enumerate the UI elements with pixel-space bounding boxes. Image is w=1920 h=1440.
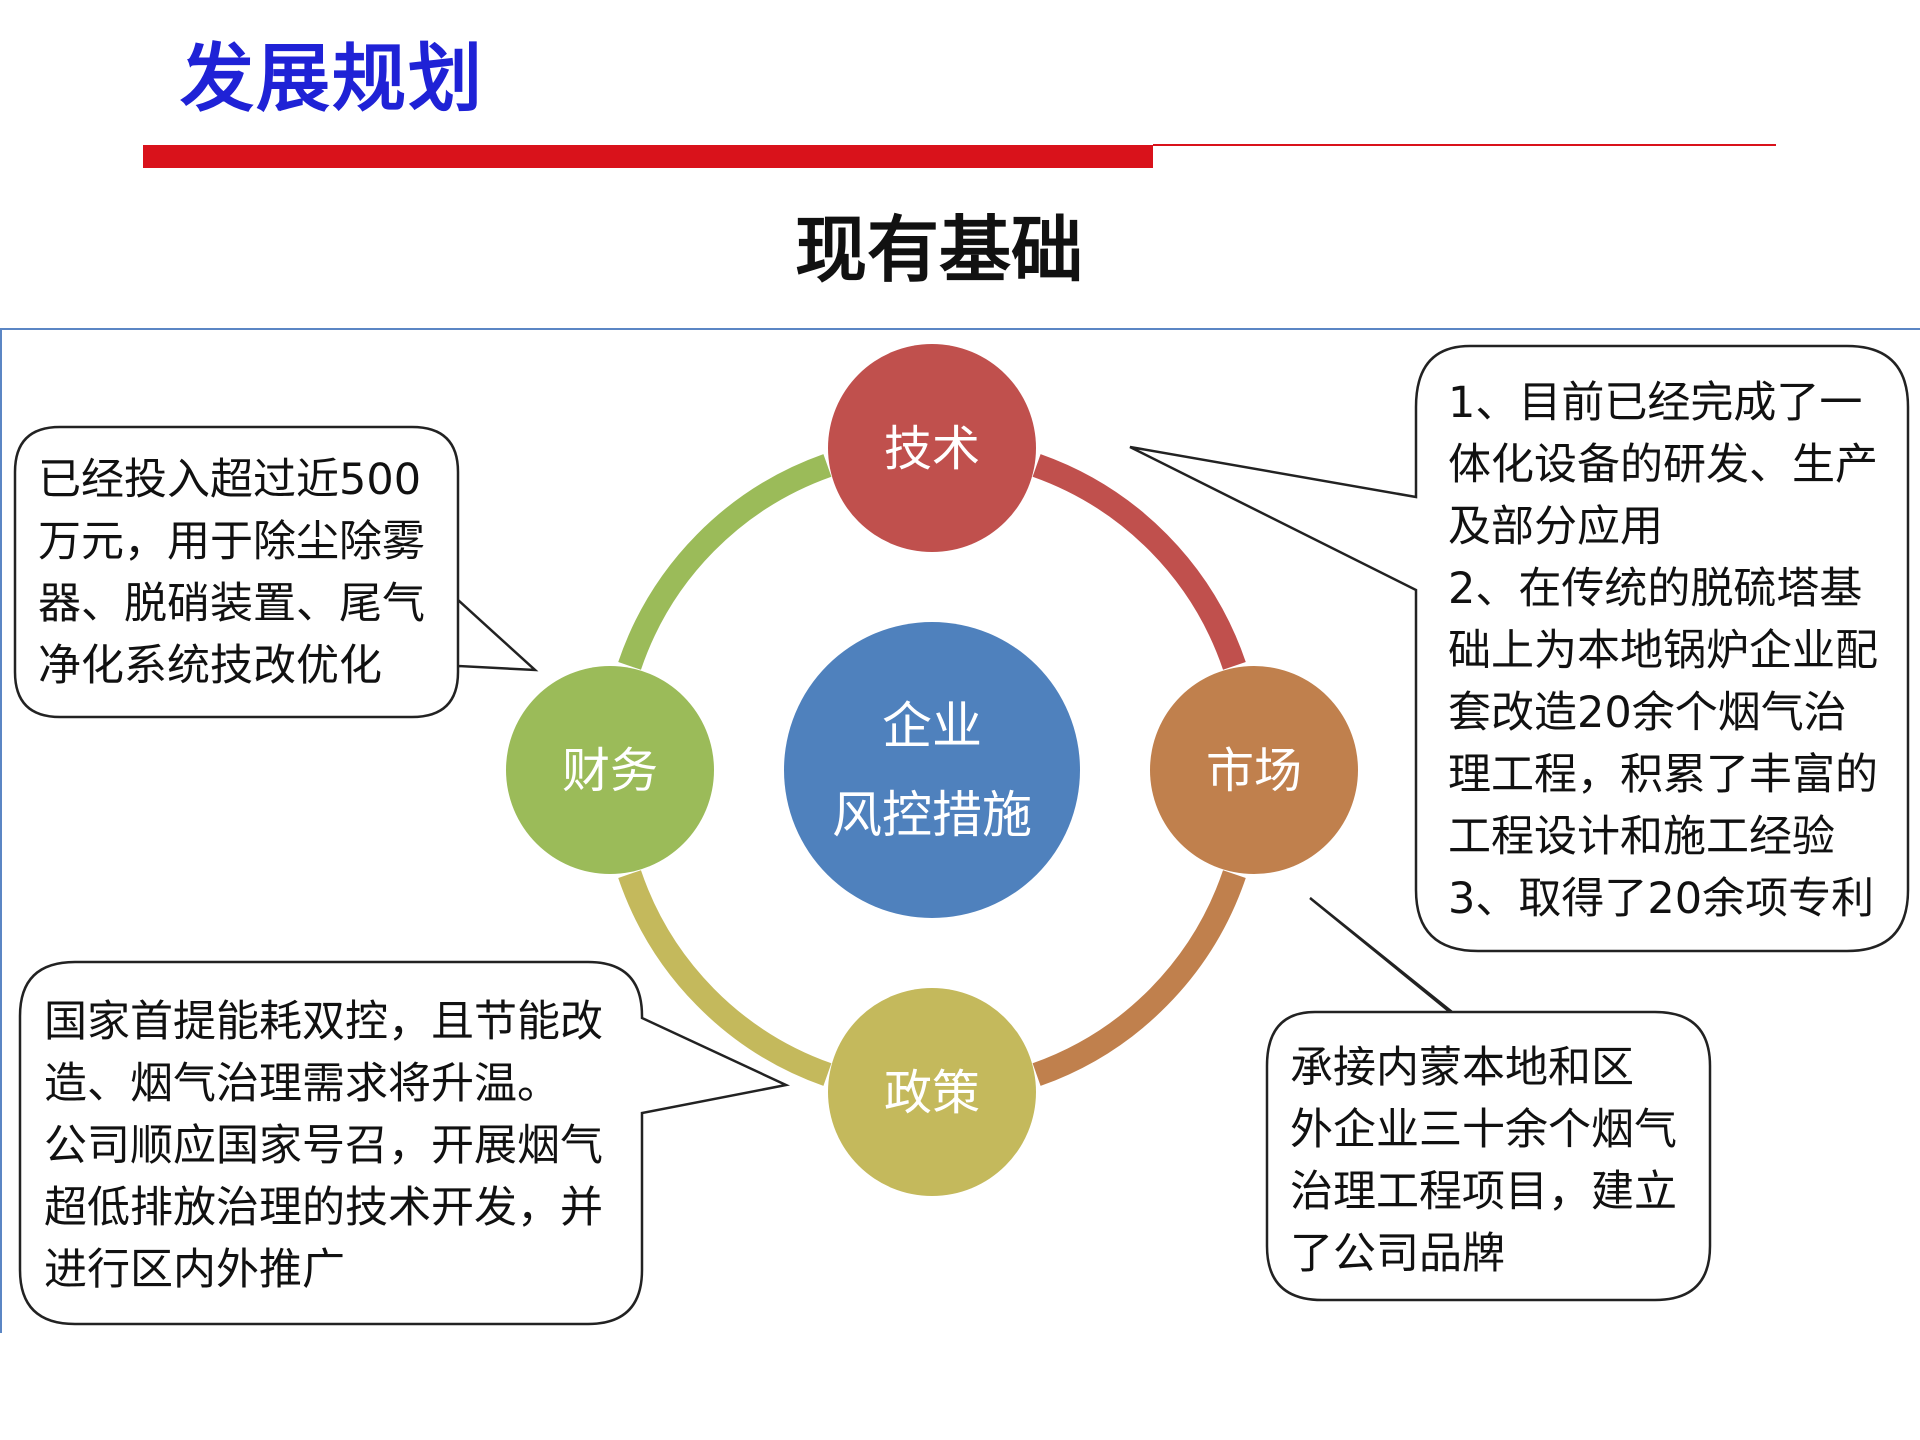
panel-left-border [0,328,2,1333]
node-tech-circle [828,344,1036,552]
callout-finance-text: 已经投入超过近500 万元，用于除尘除雾 器、脱硝装置、尾气 净化系统技改优化 [38,455,425,691]
center-circle [784,622,1080,918]
callout-market-bubble [1265,897,1712,1302]
node-market-circle [1150,666,1358,874]
node-tech-label: 技术 [884,421,980,477]
node-market-label: 市场 [1206,743,1302,799]
center-label-line2: 风控措施 [832,786,1032,844]
center-label-line1: 企业 [882,697,982,755]
title-underline-thick [143,145,1153,168]
callout-policy-bubble [18,960,791,1326]
node-policy-circle [828,988,1036,1196]
callout-tech-text: 1、目前已经完成了一 体化设备的研发、生产 及部分应用 2、在传统的脱硫塔基 础… [1448,378,1878,924]
ring-arc-policy-finance [618,870,832,1086]
title-underline-thin [1153,144,1776,146]
page-title: 发展规划 [180,36,484,122]
panel-top-border [0,328,1920,330]
node-policy-label: 政策 [884,1065,980,1121]
ring-arc-market-policy [1032,870,1246,1086]
node-finance-circle [506,666,714,874]
callout-finance-bubble [13,425,539,719]
ring-arc-finance-tech [618,454,832,670]
callout-tech-bubble [1129,344,1910,953]
ring-arc-tech-market [1032,454,1246,670]
node-finance-label: 财务 [562,743,658,799]
callout-market-text: 承接内蒙本地和区 外企业三十余个烟气 治理工程项目，建立 了公司品牌 [1290,1043,1677,1279]
section-title: 现有基础 [794,208,1083,292]
callout-policy-text: 国家首提能耗双控，且节能改 造、烟气治理需求将升温。 公司顺应国家号召，开展烟气… [44,997,603,1295]
